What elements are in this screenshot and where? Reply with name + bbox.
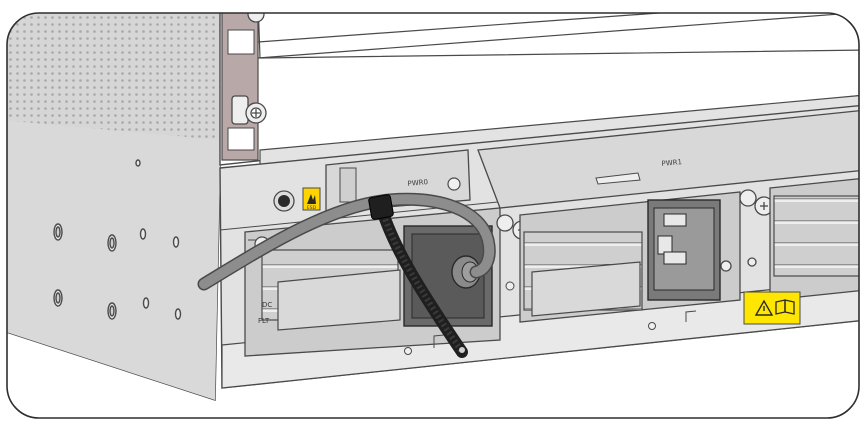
esd-text: ESD xyxy=(307,205,317,211)
esd-jack xyxy=(273,190,295,212)
esd-hand-icon xyxy=(307,194,316,204)
pwr1-thumbscrew xyxy=(720,189,774,272)
warning-triangle-icon xyxy=(754,299,774,316)
pwr0-label: PWR0 xyxy=(407,178,428,188)
power-cable xyxy=(197,192,496,291)
cable-tie xyxy=(368,194,468,358)
chassis-side-panel xyxy=(7,13,221,401)
card-thumbscrew xyxy=(231,13,267,125)
side-screw-holes xyxy=(53,159,182,320)
figure-frame xyxy=(6,12,860,419)
power-module-pwr0: PWR0 DC FLT xyxy=(244,149,532,357)
card-slot-area xyxy=(219,13,859,173)
led-label-flt: FLT xyxy=(258,317,270,325)
bezel-marks xyxy=(404,310,697,355)
pwr1-label: PWR1 xyxy=(661,158,682,168)
led-label-dc: DC xyxy=(262,301,272,309)
power-module-pwr1: PWR1 xyxy=(477,109,859,323)
open-book-icon xyxy=(775,299,795,315)
warning-label xyxy=(743,291,801,325)
esd-label: ESD xyxy=(302,187,321,211)
